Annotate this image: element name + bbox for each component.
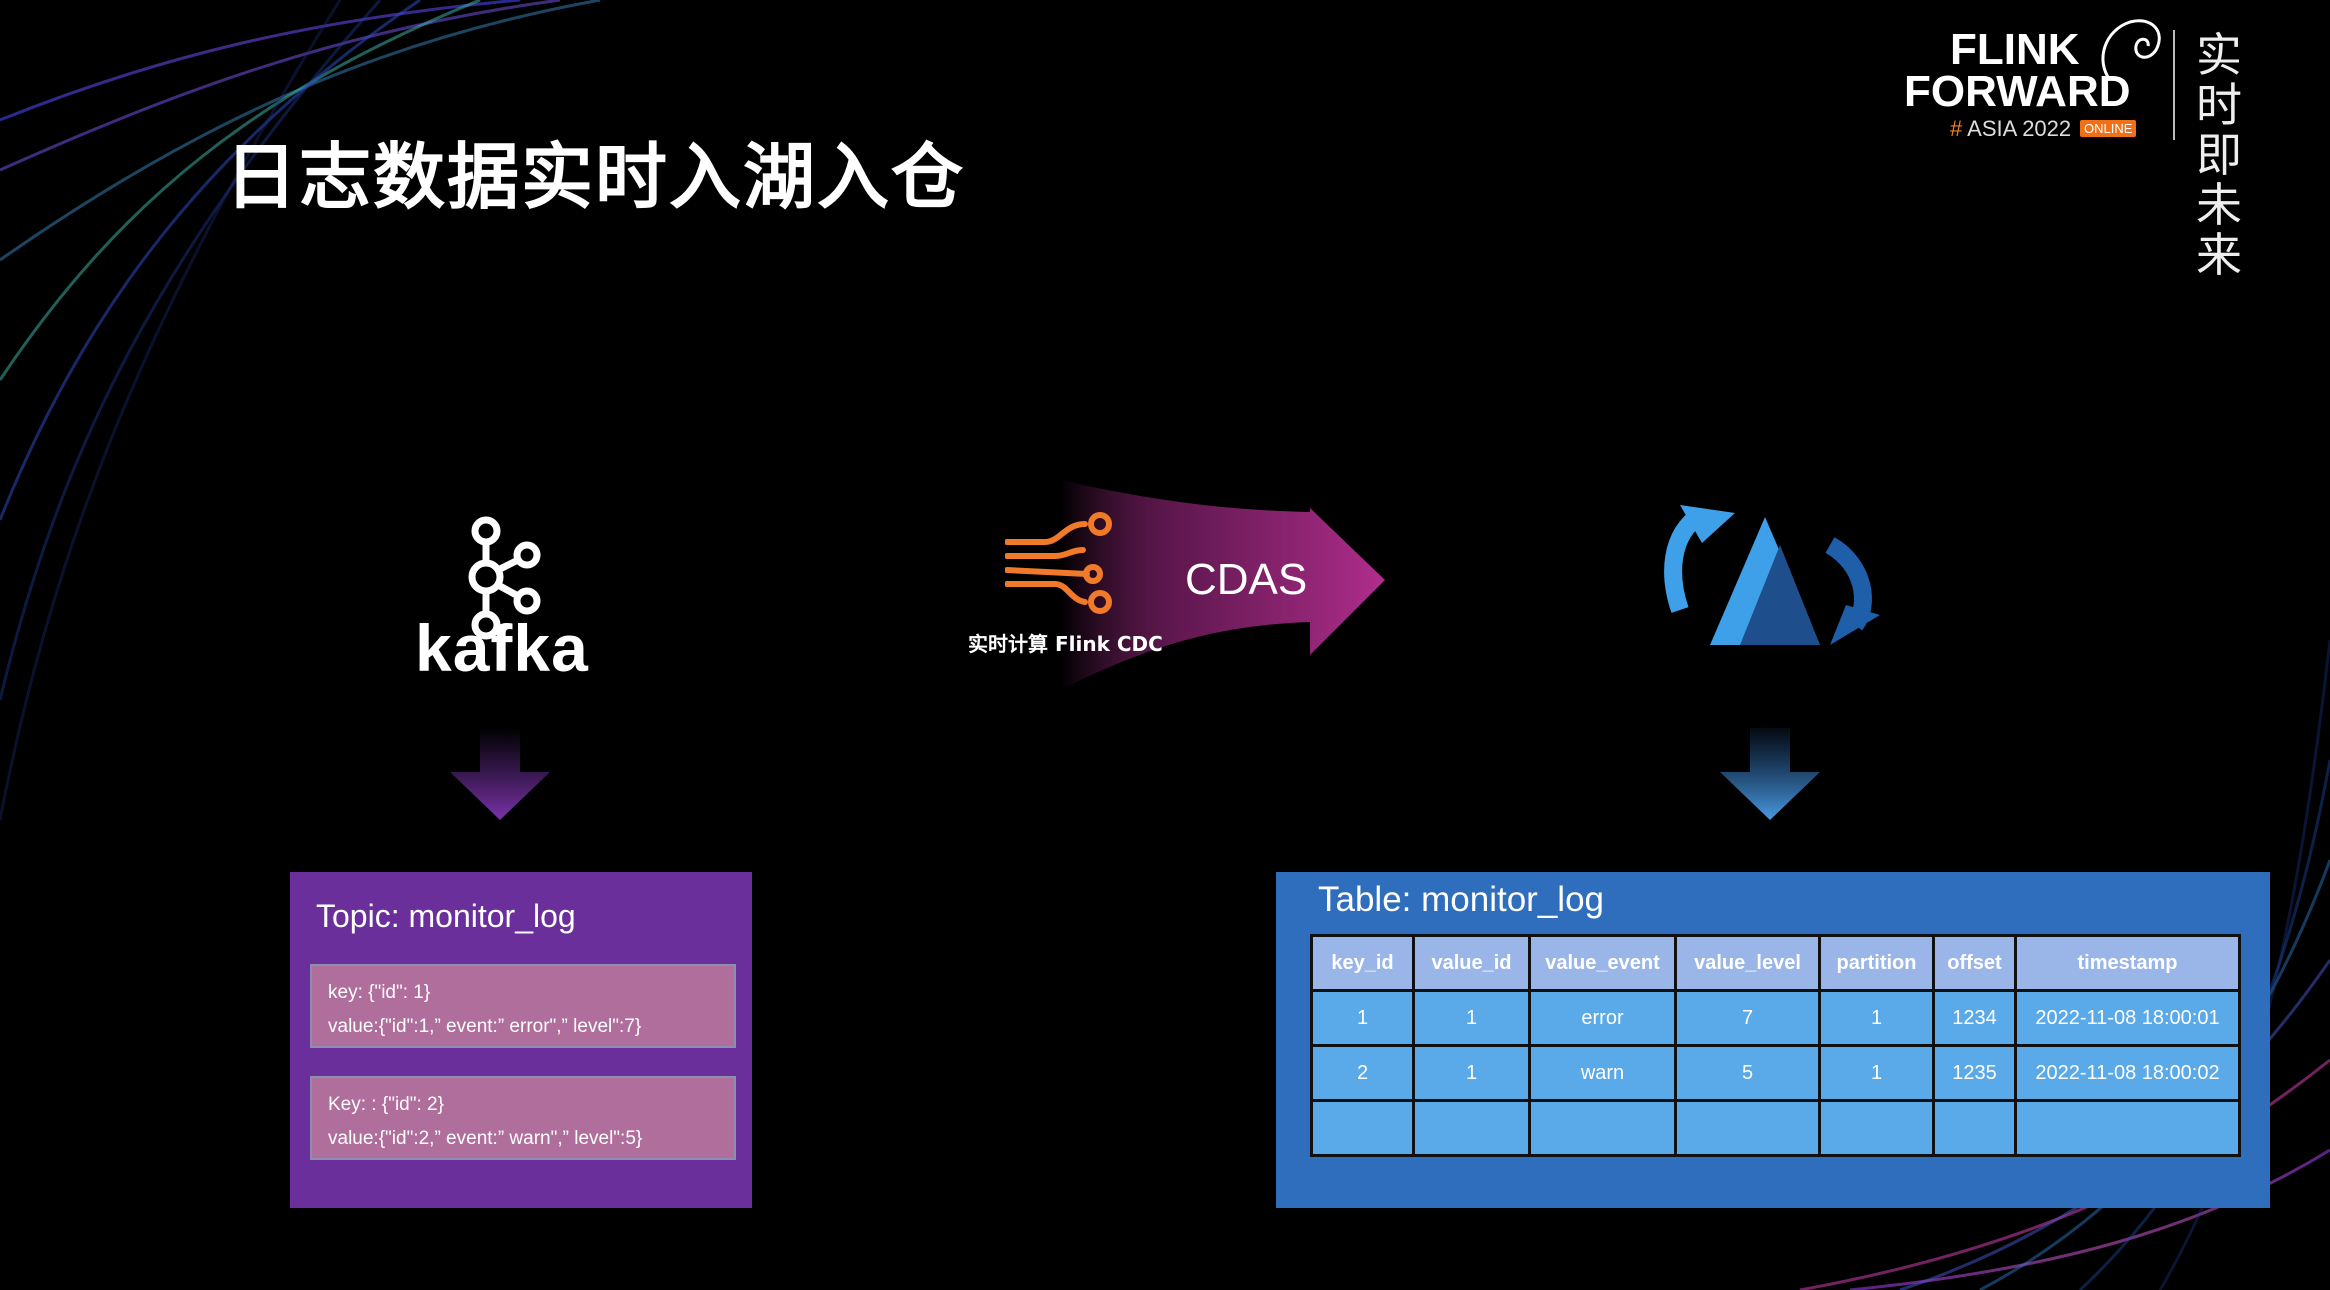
column-header: timestamp [2014, 934, 2241, 992]
lake-table-panel: Table: monitor_log key_id value_id value… [1276, 872, 2270, 1208]
table-cell: 1 [1310, 989, 1415, 1047]
table-cell: 1 [1818, 1044, 1935, 1102]
column-header: key_id [1310, 934, 1415, 992]
table-cell: 1234 [1932, 989, 2017, 1047]
flink-cdc-label: 实时计算 Flink CDC [968, 632, 1163, 656]
table-row: 2 1 warn 5 1 1235 2022-11-08 18:00:02 [1310, 1044, 2241, 1102]
logo-asia: # ASIA 2022 [1950, 116, 2072, 141]
message-value: value:{"id":1,” event:” error",” level":… [328, 1016, 642, 1037]
table-cell [1412, 1099, 1531, 1157]
table-cell [1818, 1099, 1935, 1157]
table-cell: error [1528, 989, 1677, 1047]
cdas-label: CDAS [1185, 555, 1308, 604]
monitor-log-table: key_id value_id value_event value_level … [1310, 934, 2241, 1157]
logo-slogan: 实时即 未来 [2196, 28, 2242, 282]
message-key: key: {"id": 1} [328, 982, 431, 1003]
table-row: 1 1 error 7 1 1234 2022-11-08 18:00:01 [1310, 989, 2241, 1047]
column-header: value_id [1412, 934, 1531, 992]
table-cell: 1 [1412, 989, 1531, 1047]
topic-title: Topic: monitor_log [316, 898, 576, 934]
table-header-row: key_id value_id value_event value_level … [1310, 934, 2241, 992]
table-cell: 1235 [1932, 1044, 2017, 1102]
topic-message: key: {"id": 1} value:{"id":1,” event:” e… [310, 964, 736, 1048]
cdas-arrow [1060, 480, 1385, 690]
table-cell: 1 [1412, 1044, 1531, 1102]
column-header: partition [1818, 934, 1935, 992]
message-key: Key: : {"id": 2} [328, 1094, 444, 1115]
column-header: value_level [1674, 934, 1821, 992]
down-arrow-icon [450, 728, 550, 820]
table-cell [1310, 1099, 1415, 1157]
flink-cdc-icon [1005, 512, 1112, 614]
table-cell: 2 [1310, 1044, 1415, 1102]
topic-message: Key: : {"id": 2} value:{"id":2,” event:”… [310, 1076, 736, 1160]
column-header: value_event [1528, 934, 1677, 992]
table-cell [1528, 1099, 1677, 1157]
logo-divider [2173, 30, 2175, 140]
logo-flink: FLINK [1950, 25, 2080, 74]
column-header: offset [1932, 934, 2017, 992]
table-cell: 2022-11-08 18:00:01 [2014, 989, 2241, 1047]
delta-lake-icon [1664, 505, 1880, 645]
table-cell: 7 [1674, 989, 1821, 1047]
kafka-topic-panel: Topic: monitor_log key: {"id": 1} value:… [290, 872, 752, 1208]
table-cell [1932, 1099, 2017, 1157]
kafka-label: kafka [415, 611, 589, 685]
table-cell [1674, 1099, 1821, 1157]
table-cell: 1 [1818, 989, 1935, 1047]
logo-online-badge: ONLINE [2080, 120, 2137, 137]
page-title: 日志数据实时入湖入仓 [224, 135, 965, 219]
table-row [1310, 1099, 2241, 1157]
flink-forward-logo: FLINK FORWARD # ASIA 2022 ONLINE 实时即 未来 [1900, 18, 2300, 280]
message-value: value:{"id":2,” event:” warn",” level":5… [328, 1128, 643, 1149]
squirrel-icon [2101, 19, 2161, 81]
table-cell: warn [1528, 1044, 1677, 1102]
logo-forward: FORWARD [1904, 67, 2131, 116]
table-cell: 2022-11-08 18:00:02 [2014, 1044, 2241, 1102]
table-cell: 5 [1674, 1044, 1821, 1102]
table-title: Table: monitor_log [1318, 880, 1604, 919]
table-cell [2014, 1099, 2241, 1157]
down-arrow-icon [1720, 728, 1820, 820]
kafka-icon [468, 516, 541, 640]
